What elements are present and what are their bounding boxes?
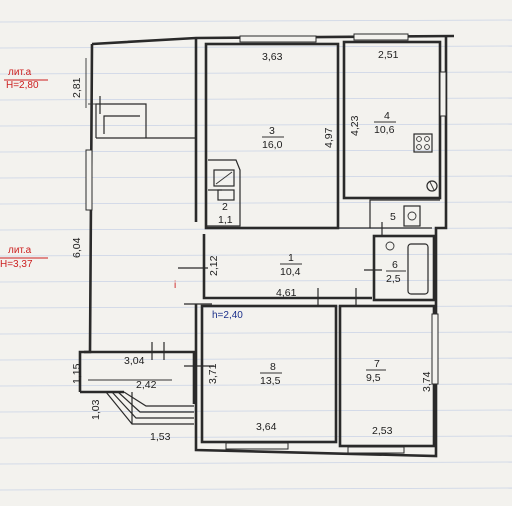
- dim-left-low: 1,15: [71, 363, 83, 384]
- room-6-label: 6 2,5: [386, 259, 406, 285]
- lit-a-top-note: лит.а: [8, 67, 32, 78]
- ruled-paper-lines: [0, 19, 512, 491]
- dim-porch-bottom: 2,42: [136, 379, 157, 391]
- dim-left-bottom: 1,03: [90, 399, 102, 420]
- dim-room4-left: 4,23: [349, 115, 361, 136]
- room-5-label: 5: [390, 211, 396, 223]
- svg-text:2: 2: [222, 201, 228, 213]
- room-3-walls: [204, 42, 340, 230]
- room-6-walls: [372, 234, 436, 302]
- stray-mark: i: [174, 280, 176, 291]
- porch-steps: [105, 391, 194, 425]
- svg-text:13,5: 13,5: [260, 375, 281, 387]
- entry-vestibule: [88, 103, 196, 139]
- ceiling-height-note: h=2,40: [212, 310, 243, 321]
- svg-text:3: 3: [269, 125, 275, 137]
- door-marks: [99, 96, 383, 367]
- height-mid-note: H=3,37: [0, 259, 33, 270]
- room-8-label: 8 13,5: [260, 361, 282, 387]
- svg-text:2,5: 2,5: [386, 273, 401, 285]
- svg-text:10,6: 10,6: [374, 124, 395, 136]
- lit-a-mid-note: лит.а: [8, 245, 32, 256]
- room-1-label: 1 10,4: [280, 252, 302, 278]
- room-8-walls: [200, 304, 338, 444]
- dim-steps-bottom: 1,53: [150, 431, 171, 443]
- svg-text:6: 6: [392, 259, 398, 271]
- closet-2-block: [206, 159, 241, 227]
- stove-vent-icon: [426, 180, 438, 192]
- room-4-label: 4 10,6: [374, 110, 396, 136]
- svg-text:9,5: 9,5: [366, 372, 381, 384]
- dimension-labels: 2,81 6,04 1,15 1,03 3,63 4,97 2,51 4,23 …: [71, 49, 433, 443]
- room-7-label: 7 9,5: [366, 358, 386, 384]
- stove-icon: [413, 133, 433, 153]
- dim-porch-top: 3,04: [124, 355, 145, 367]
- dim-room8-bottom: 3,64: [256, 421, 277, 433]
- svg-text:5: 5: [390, 211, 396, 223]
- room-2-label: 2 1,1: [218, 201, 233, 226]
- dim-room1-bottom: 4,61: [276, 287, 297, 299]
- svg-text:8: 8: [270, 361, 276, 373]
- dim-top-left-h: 2,81: [71, 77, 83, 98]
- interior-walls: [200, 40, 442, 448]
- dim-room3-top: 3,63: [262, 51, 283, 63]
- dim-room4-top: 2,51: [378, 49, 399, 61]
- svg-text:4: 4: [384, 110, 390, 122]
- room-3-label: 3 16,0: [262, 125, 284, 151]
- windows: [85, 33, 447, 454]
- dim-left-v: 6,04: [71, 237, 83, 258]
- height-top-note: H=2,80: [6, 80, 39, 91]
- svg-text:1: 1: [288, 252, 294, 264]
- dim-room3-right: 4,97: [323, 127, 335, 148]
- dimension-lines: [85, 58, 172, 381]
- dim-room7-right: 3,74: [421, 371, 433, 392]
- svg-text:10,4: 10,4: [280, 266, 301, 278]
- svg-text:1,1: 1,1: [218, 214, 233, 226]
- svg-text:7: 7: [374, 358, 380, 370]
- dim-room7-bottom: 2,53: [372, 425, 393, 437]
- dim-room8-left: 3,71: [207, 363, 219, 384]
- bathtub-icon: [385, 241, 429, 295]
- svg-text:16,0: 16,0: [262, 139, 283, 151]
- dim-room1-left: 2,12: [208, 255, 220, 276]
- side-annotations: лит.а H=2,80 лит.а H=3,37 i: [0, 67, 176, 291]
- room-4-walls: [342, 40, 442, 200]
- sink-icon: [403, 205, 421, 227]
